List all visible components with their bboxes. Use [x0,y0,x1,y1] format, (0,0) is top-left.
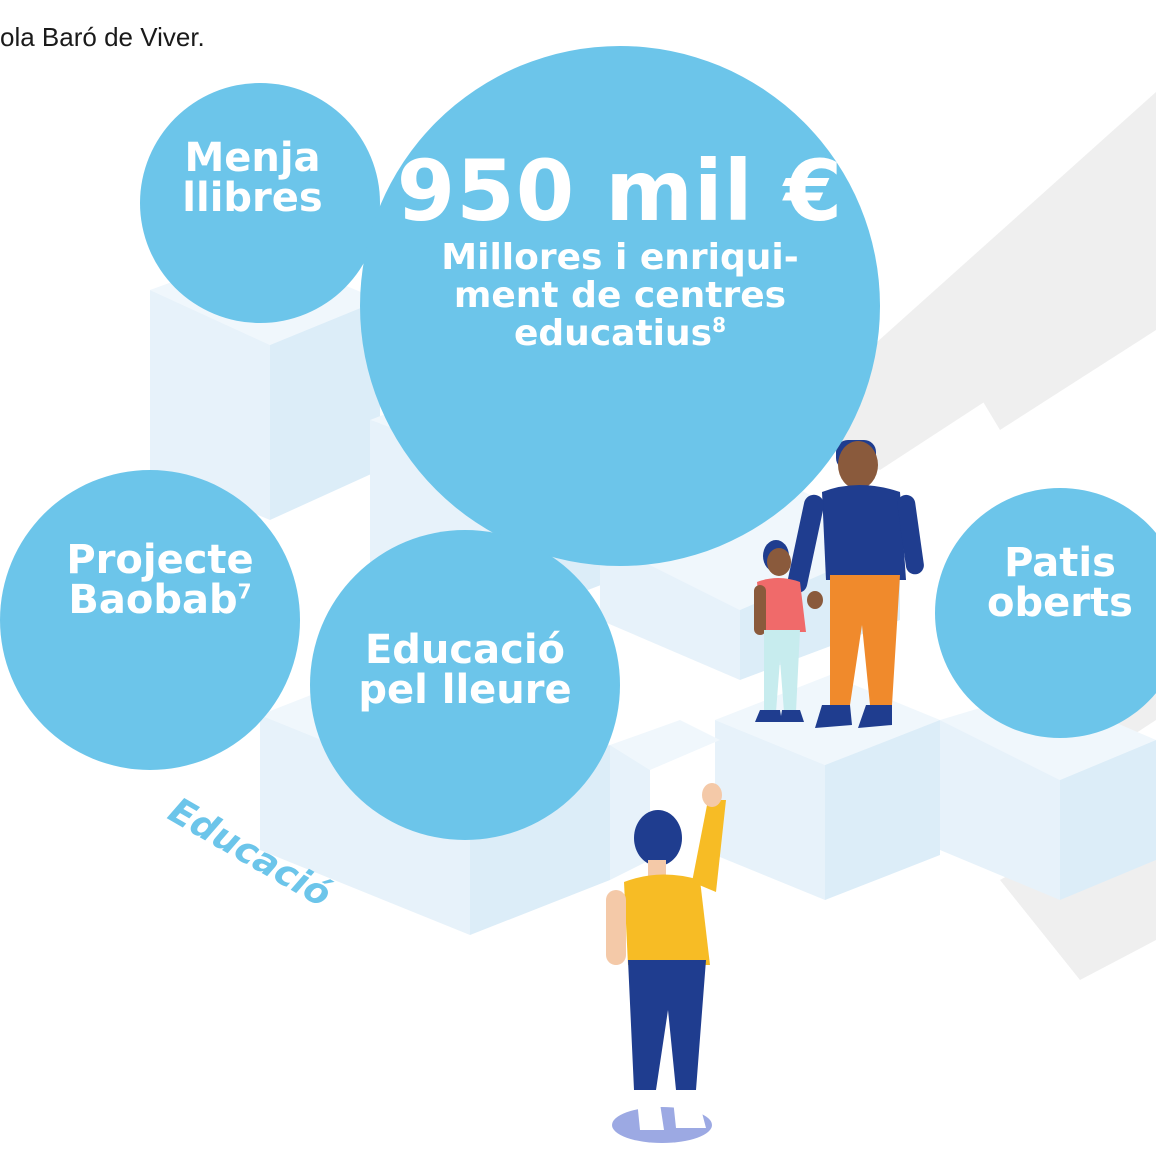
circle-label: Patis oberts [987,540,1133,626]
son-figure [754,540,806,722]
waving-person-figure [606,783,726,1143]
circle-millores-centres: 950 mil € Millores i enriqui- ment de ce… [360,46,880,566]
circle-label: Menja llibres [182,135,323,221]
circle-educacio-lleure: Educació pel lleure [310,530,620,840]
circle-label: Projecte Baobab7 [66,537,254,623]
circle-label: Educació pel lleure [358,627,572,713]
circle-patis-oberts: Patis oberts [935,488,1156,738]
footnote-marker: 8 [712,313,726,338]
funding-amount: 950 mil € [396,141,844,240]
circle-projecte-baobab: Projecte Baobab7 [0,470,300,770]
circle-menja-llibres: Menja llibres [140,83,380,323]
father-figure [787,440,924,728]
funding-description: Millores i enriqui- ment de centres educ… [441,236,799,355]
caption-text: ola Baró de Viver. [0,22,205,52]
footnote-marker: 7 [237,579,252,604]
